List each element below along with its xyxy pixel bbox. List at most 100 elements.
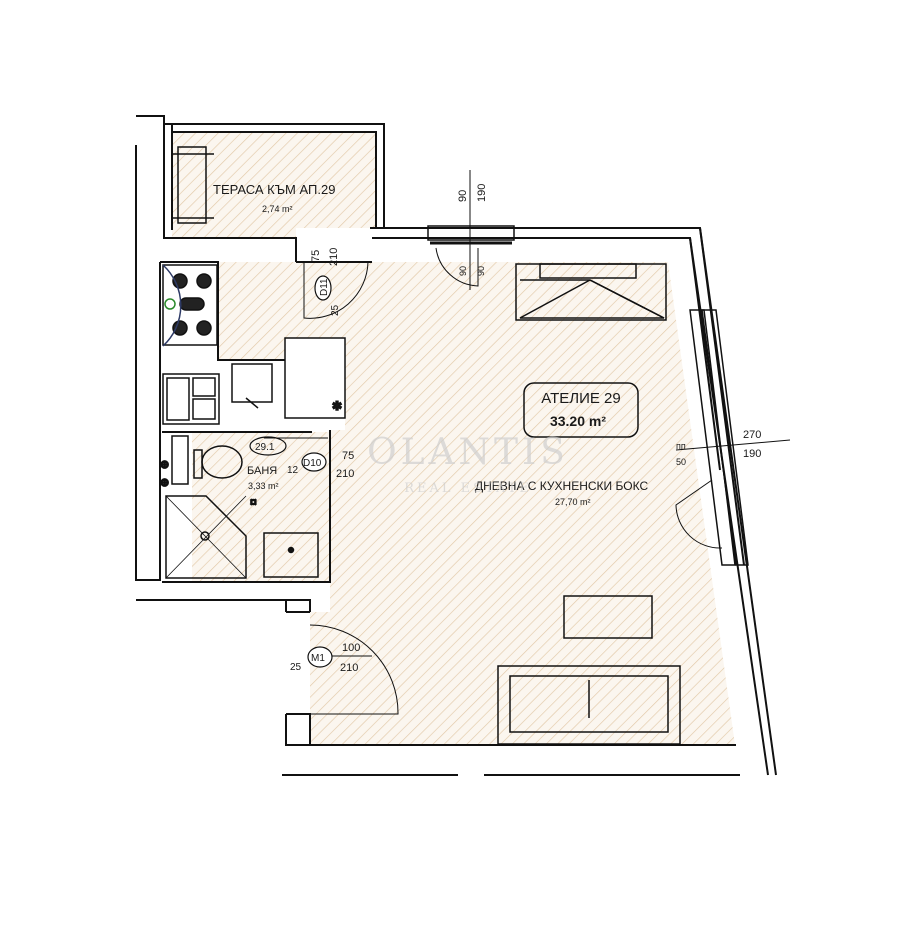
bathroom-floor (192, 432, 330, 582)
m1-tag: M1 (311, 653, 325, 664)
right-window-code: пп (676, 441, 686, 451)
hood-arc (162, 264, 182, 347)
oven-cabinet (162, 373, 220, 425)
right-window-height: 190 (743, 448, 761, 460)
sofa (497, 665, 681, 745)
living-room-floor (310, 262, 735, 745)
top-window-swing (435, 247, 479, 287)
coffee-table (563, 595, 653, 639)
right-window-sill: 50 (676, 457, 686, 467)
basin-drain-icon (287, 546, 295, 554)
gas-valve-icon (164, 298, 176, 310)
top-window-parapet: 90 (476, 266, 486, 276)
terrace-furniture (172, 146, 214, 224)
living-label: ДНЕВНА С КУХНЕНСКИ БОКС (475, 479, 648, 493)
bed-pillow (539, 263, 637, 279)
d11-height: 210 (328, 248, 340, 266)
living-area: 27,70 m² (555, 497, 591, 507)
bathroom-fixtures: ⊕ ⊕ ¤ (159, 435, 319, 579)
left-outer-wall (135, 145, 161, 581)
m1-offset: 25 (290, 662, 302, 673)
corridor-wall (286, 599, 311, 612)
m1-width: 100 (342, 642, 360, 654)
right-window-swing (675, 479, 723, 549)
windows-drawing (427, 225, 749, 566)
top-window-height: 190 (476, 184, 488, 202)
right-window-sill (701, 309, 749, 566)
sink-tap-icon (245, 397, 259, 409)
apartment-title-box (523, 382, 639, 438)
boiler (171, 435, 189, 485)
d10-offset: 12 (287, 465, 299, 476)
door-tags (249, 275, 639, 668)
bottom-left-wall (136, 599, 287, 612)
walls (135, 115, 777, 776)
burner-icon (196, 273, 212, 289)
note-bubble (249, 436, 287, 456)
d10-tag-bubble (301, 452, 327, 472)
d11-swing (303, 261, 369, 319)
shower-tray (165, 495, 247, 579)
d10-width: 75 (342, 450, 354, 462)
d11-width: 75 (310, 250, 322, 262)
kitchen-floor (218, 262, 372, 360)
boiler-valve-icon: ⊕ (160, 459, 169, 471)
terrace-top-wall (164, 123, 385, 228)
living-furniture (497, 263, 681, 745)
burner-icon (179, 297, 205, 311)
sofa-seat (509, 675, 669, 733)
terrace-label: ТЕРАСА КЪМ АП.29 (213, 182, 335, 197)
burner-icon (172, 320, 188, 336)
fridge (284, 337, 346, 419)
toilet-tank (193, 449, 203, 479)
d11-offset: 25 (330, 304, 341, 316)
m1-tag-bubble (307, 646, 333, 668)
oven-door (166, 377, 190, 421)
right-window-dim-line (675, 439, 791, 451)
top-window-width: 90 (457, 190, 469, 202)
d10-tag: D10 (303, 458, 322, 469)
m1-height: 210 (340, 662, 358, 674)
oven-door (192, 398, 216, 420)
apartment-area: 33.20 m² (550, 413, 606, 429)
right-window-width: 270 (743, 429, 761, 441)
kitchen-left-wall (160, 261, 285, 361)
vent-icon: ✱ (332, 399, 342, 413)
right-facade-outer (699, 227, 777, 776)
shower-drain-icon (200, 531, 210, 541)
cooktop (162, 264, 218, 346)
watermark-logo: OLANTIS (367, 432, 569, 473)
d11-tag: D11 (319, 278, 330, 296)
shower-tray-line (165, 495, 247, 579)
apartment-name: АТЕЛИЕ 29 (541, 390, 620, 407)
d10-note: 29.1 (255, 442, 275, 453)
m1-swing (309, 624, 399, 715)
burner-icon (196, 320, 212, 336)
kitchen-fixtures: ✱ (162, 264, 346, 425)
entrance-jamb-bottom (285, 713, 311, 746)
boiler-valve-icon: ⊕ (160, 477, 169, 489)
oven-door (192, 377, 216, 397)
bed-fold (589, 279, 665, 319)
doors-drawing (264, 261, 399, 715)
bathroom-area: 3,33 m² (248, 481, 279, 491)
terrace-outer-wall (136, 115, 297, 262)
ventilation-icon: ¤ (250, 495, 257, 509)
washbasin (263, 532, 319, 578)
d10-height: 210 (336, 468, 354, 480)
kitchen-sink (231, 363, 273, 403)
terrace-top-wall-outer (172, 131, 377, 228)
terrace-table (177, 146, 207, 224)
bed-fold (519, 279, 591, 319)
terrace-area: 2,74 m² (262, 204, 293, 214)
watermark-subtext: REAL ESTATE (404, 481, 532, 496)
top-window-frame (427, 225, 515, 241)
d11-tag-bubble (314, 275, 332, 301)
dimension-lines (330, 170, 791, 657)
top-window-sill: 90 (458, 266, 468, 276)
bathroom-label: БАНЯ (247, 465, 277, 477)
right-facade-inner (689, 237, 769, 776)
bathroom-right-wall (162, 430, 331, 583)
terrace-floor (172, 132, 376, 238)
